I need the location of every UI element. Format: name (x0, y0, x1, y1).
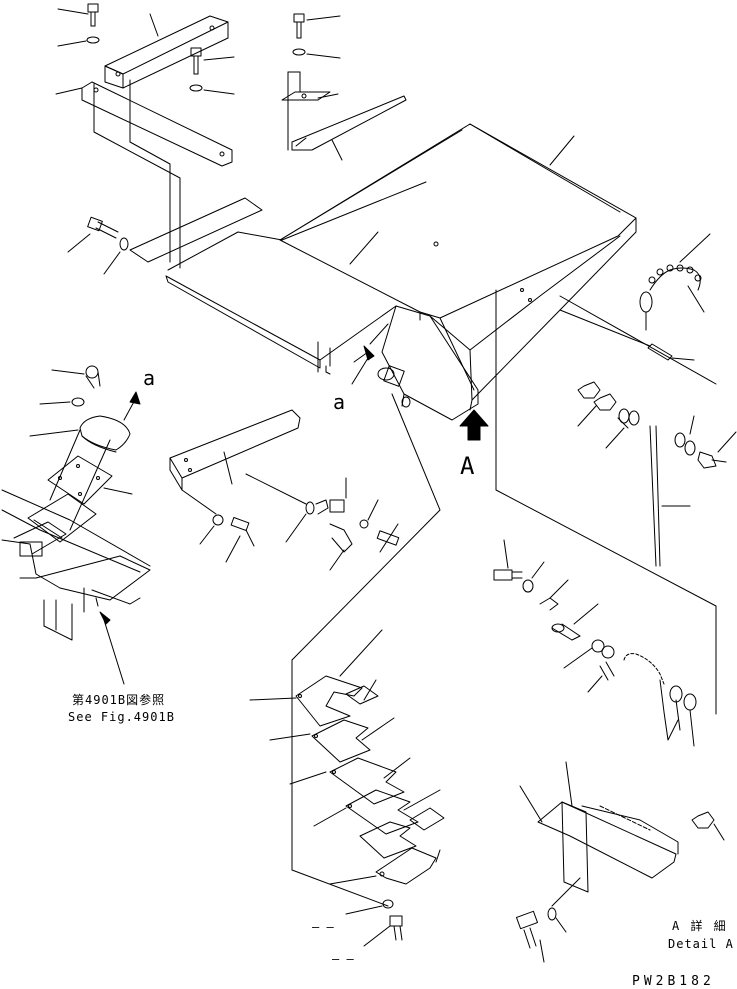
top-washer-left (57, 36, 100, 47)
view-arrow-a-small (353, 345, 375, 363)
knob-washer (39, 397, 85, 407)
figure-reference-jp: 第4901B図参照 (72, 693, 166, 707)
stack-bolt (363, 915, 403, 947)
gasket-plate (27, 493, 97, 543)
latch-washer (359, 499, 379, 529)
bracket-stack (291, 629, 445, 907)
drawing-code: PW2B182 (632, 974, 715, 989)
bracket-left-plate (55, 81, 233, 167)
direction-arrow-a (459, 409, 489, 441)
mounting-plate (47, 455, 133, 505)
chain (648, 233, 711, 313)
detail-washer-b (563, 639, 615, 669)
view-arrow-a-upper (123, 391, 141, 421)
detail-washer-a (522, 561, 545, 593)
detail-clip (539, 579, 569, 611)
washer-set-right (605, 408, 640, 449)
detail-title-en: Detail A (668, 937, 734, 951)
bolt-right-a (674, 415, 737, 469)
guard-plate (169, 409, 301, 491)
stack-washer (345, 899, 394, 915)
knob-bolt (51, 365, 101, 389)
hinge-assembly (351, 357, 411, 408)
long-rod (649, 425, 691, 567)
arrow-label-a: A (460, 452, 475, 480)
view-label-a-lower: a (333, 390, 346, 414)
latch-rod (245, 473, 329, 543)
detail-bottom-bolt (515, 907, 567, 963)
detail-frame-lines (495, 289, 717, 715)
latch-leader (291, 393, 441, 661)
tray-leader-lines (349, 231, 389, 345)
top-bolt-middle (190, 47, 235, 75)
top-washer-middle (189, 84, 235, 95)
detail-pin-small (587, 661, 615, 693)
left-frame-assembly (1, 489, 151, 641)
top-bolt-right (293, 13, 341, 39)
bracket-upper-right (281, 71, 407, 161)
latch-body (329, 523, 353, 571)
detail-cover-plate (519, 761, 679, 907)
detail-hinge (623, 653, 697, 747)
top-washer-right (292, 48, 341, 59)
latch-bolt (376, 523, 400, 553)
main-cover-tray (129, 123, 637, 421)
leader-lines-upper (93, 79, 181, 269)
top-bolt-left (57, 3, 99, 27)
detail-pin (551, 603, 599, 641)
nut-pair (577, 381, 617, 427)
washer-side-left (103, 237, 129, 275)
stack-leaders-left (249, 697, 377, 885)
frame-leader (49, 429, 111, 531)
guard-washer (181, 489, 224, 545)
dash-mark-1: – – (312, 920, 334, 934)
guard-bolt (225, 517, 255, 563)
figure-reference-en: See Fig.4901B (68, 710, 175, 724)
knob-cap (29, 415, 131, 453)
detail-bolt (493, 539, 523, 581)
snap-pin (639, 291, 653, 331)
latch-plate (329, 477, 347, 513)
rod-pin (559, 309, 695, 361)
bolt-side-left (67, 216, 119, 253)
detail-nut (691, 811, 725, 841)
view-label-a-upper: a (143, 366, 156, 390)
dash-mark-2: – – (332, 952, 354, 966)
bracket-upper-left (104, 13, 229, 89)
detail-title-jp: A 詳 細 (672, 919, 728, 933)
reference-arrow (99, 611, 125, 685)
